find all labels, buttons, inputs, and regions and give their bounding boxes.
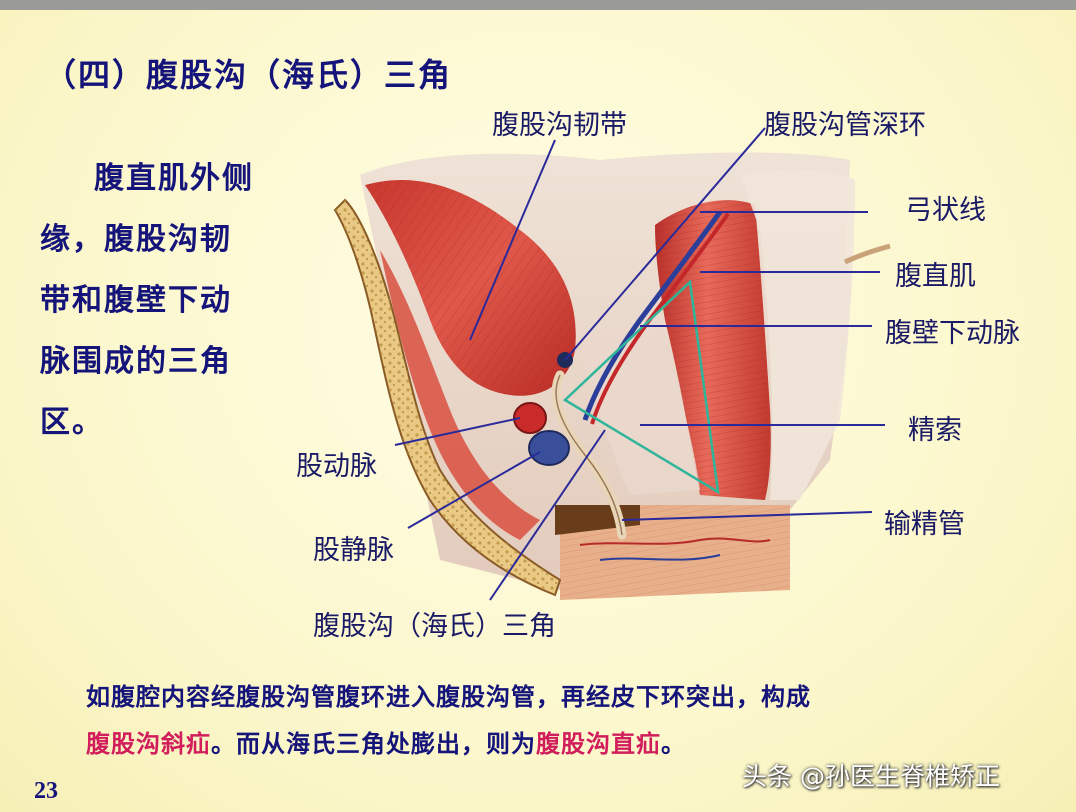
indirect-hernia-term: 腹股沟斜疝 [86,730,211,758]
description-line-2: 缘，腹股沟韧 [40,222,232,257]
hesselbach-triangle-outline [562,279,720,495]
description-line-4: 脉围成的三角 [40,344,232,379]
bone-texture [335,200,560,595]
watermark: 头条 @孙医生脊椎矫正 [742,762,1000,791]
label-rectus-abdominis: 腹直肌 [895,261,976,292]
vas-deferens-outline [555,374,623,536]
transversalis-fascia [580,296,700,495]
lateral-wall-muscle [380,250,540,540]
bottom-explanation: 如腹腔内容经腹股沟管腹环进入腹股沟管，再经皮下环突出，构成 腹股沟斜疝。而从海氏… [86,674,1026,768]
bottom-end-text: 。 [661,730,686,758]
label-inguinal-ligament: 腹股沟韧带 [492,110,627,141]
iliacus-fibers [365,180,576,396]
bottom-middle-text: 。而从海氏三角处膨出，则为 [211,730,536,758]
label-hesselbach-triangle: 腹股沟（海氏）三角 [313,611,556,642]
bottom-vessels-a [579,537,771,546]
label-femoral-artery: 股动脉 [296,451,377,482]
slide-title: （四）腹股沟（海氏）三角 [44,56,453,94]
description-line-1: 腹直肌外侧 [94,161,254,196]
bottom-vessels-b [599,554,721,561]
leader-lines [394,127,885,601]
description-text: 腹直肌外侧 缘，腹股沟韧 带和腹壁下动 脉围成的三角 区。 [40,148,290,453]
label-inferior-epigastric-artery: 腹壁下动脉 [885,318,1020,349]
label-vas-deferens: 输精管 [884,509,965,540]
description-line-5: 区。 [40,405,104,440]
top-bar [0,0,1076,10]
direct-hernia-term: 腹股沟直疝 [536,730,661,758]
bottom-line-1: 如腹腔内容经腹股沟管腹环进入腹股沟管，再经皮下环突出，构成 [86,683,811,711]
small-vessel-right [843,243,891,265]
femoral-artery-shape [513,402,547,434]
rectus-sheath [740,169,855,501]
description-line-3: 带和腹壁下动 [40,283,232,318]
label-spermatic-cord: 精索 [908,415,962,446]
femoral-vein-shape [528,430,570,466]
label-arcuate-line: 弓状线 [905,195,986,226]
label-femoral-vein: 股静脉 [313,535,394,566]
label-deep-inguinal-ring: 腹股沟管深环 [764,110,926,141]
page-number: 23 [34,778,58,804]
inferior-epigastric-vein [582,210,723,421]
